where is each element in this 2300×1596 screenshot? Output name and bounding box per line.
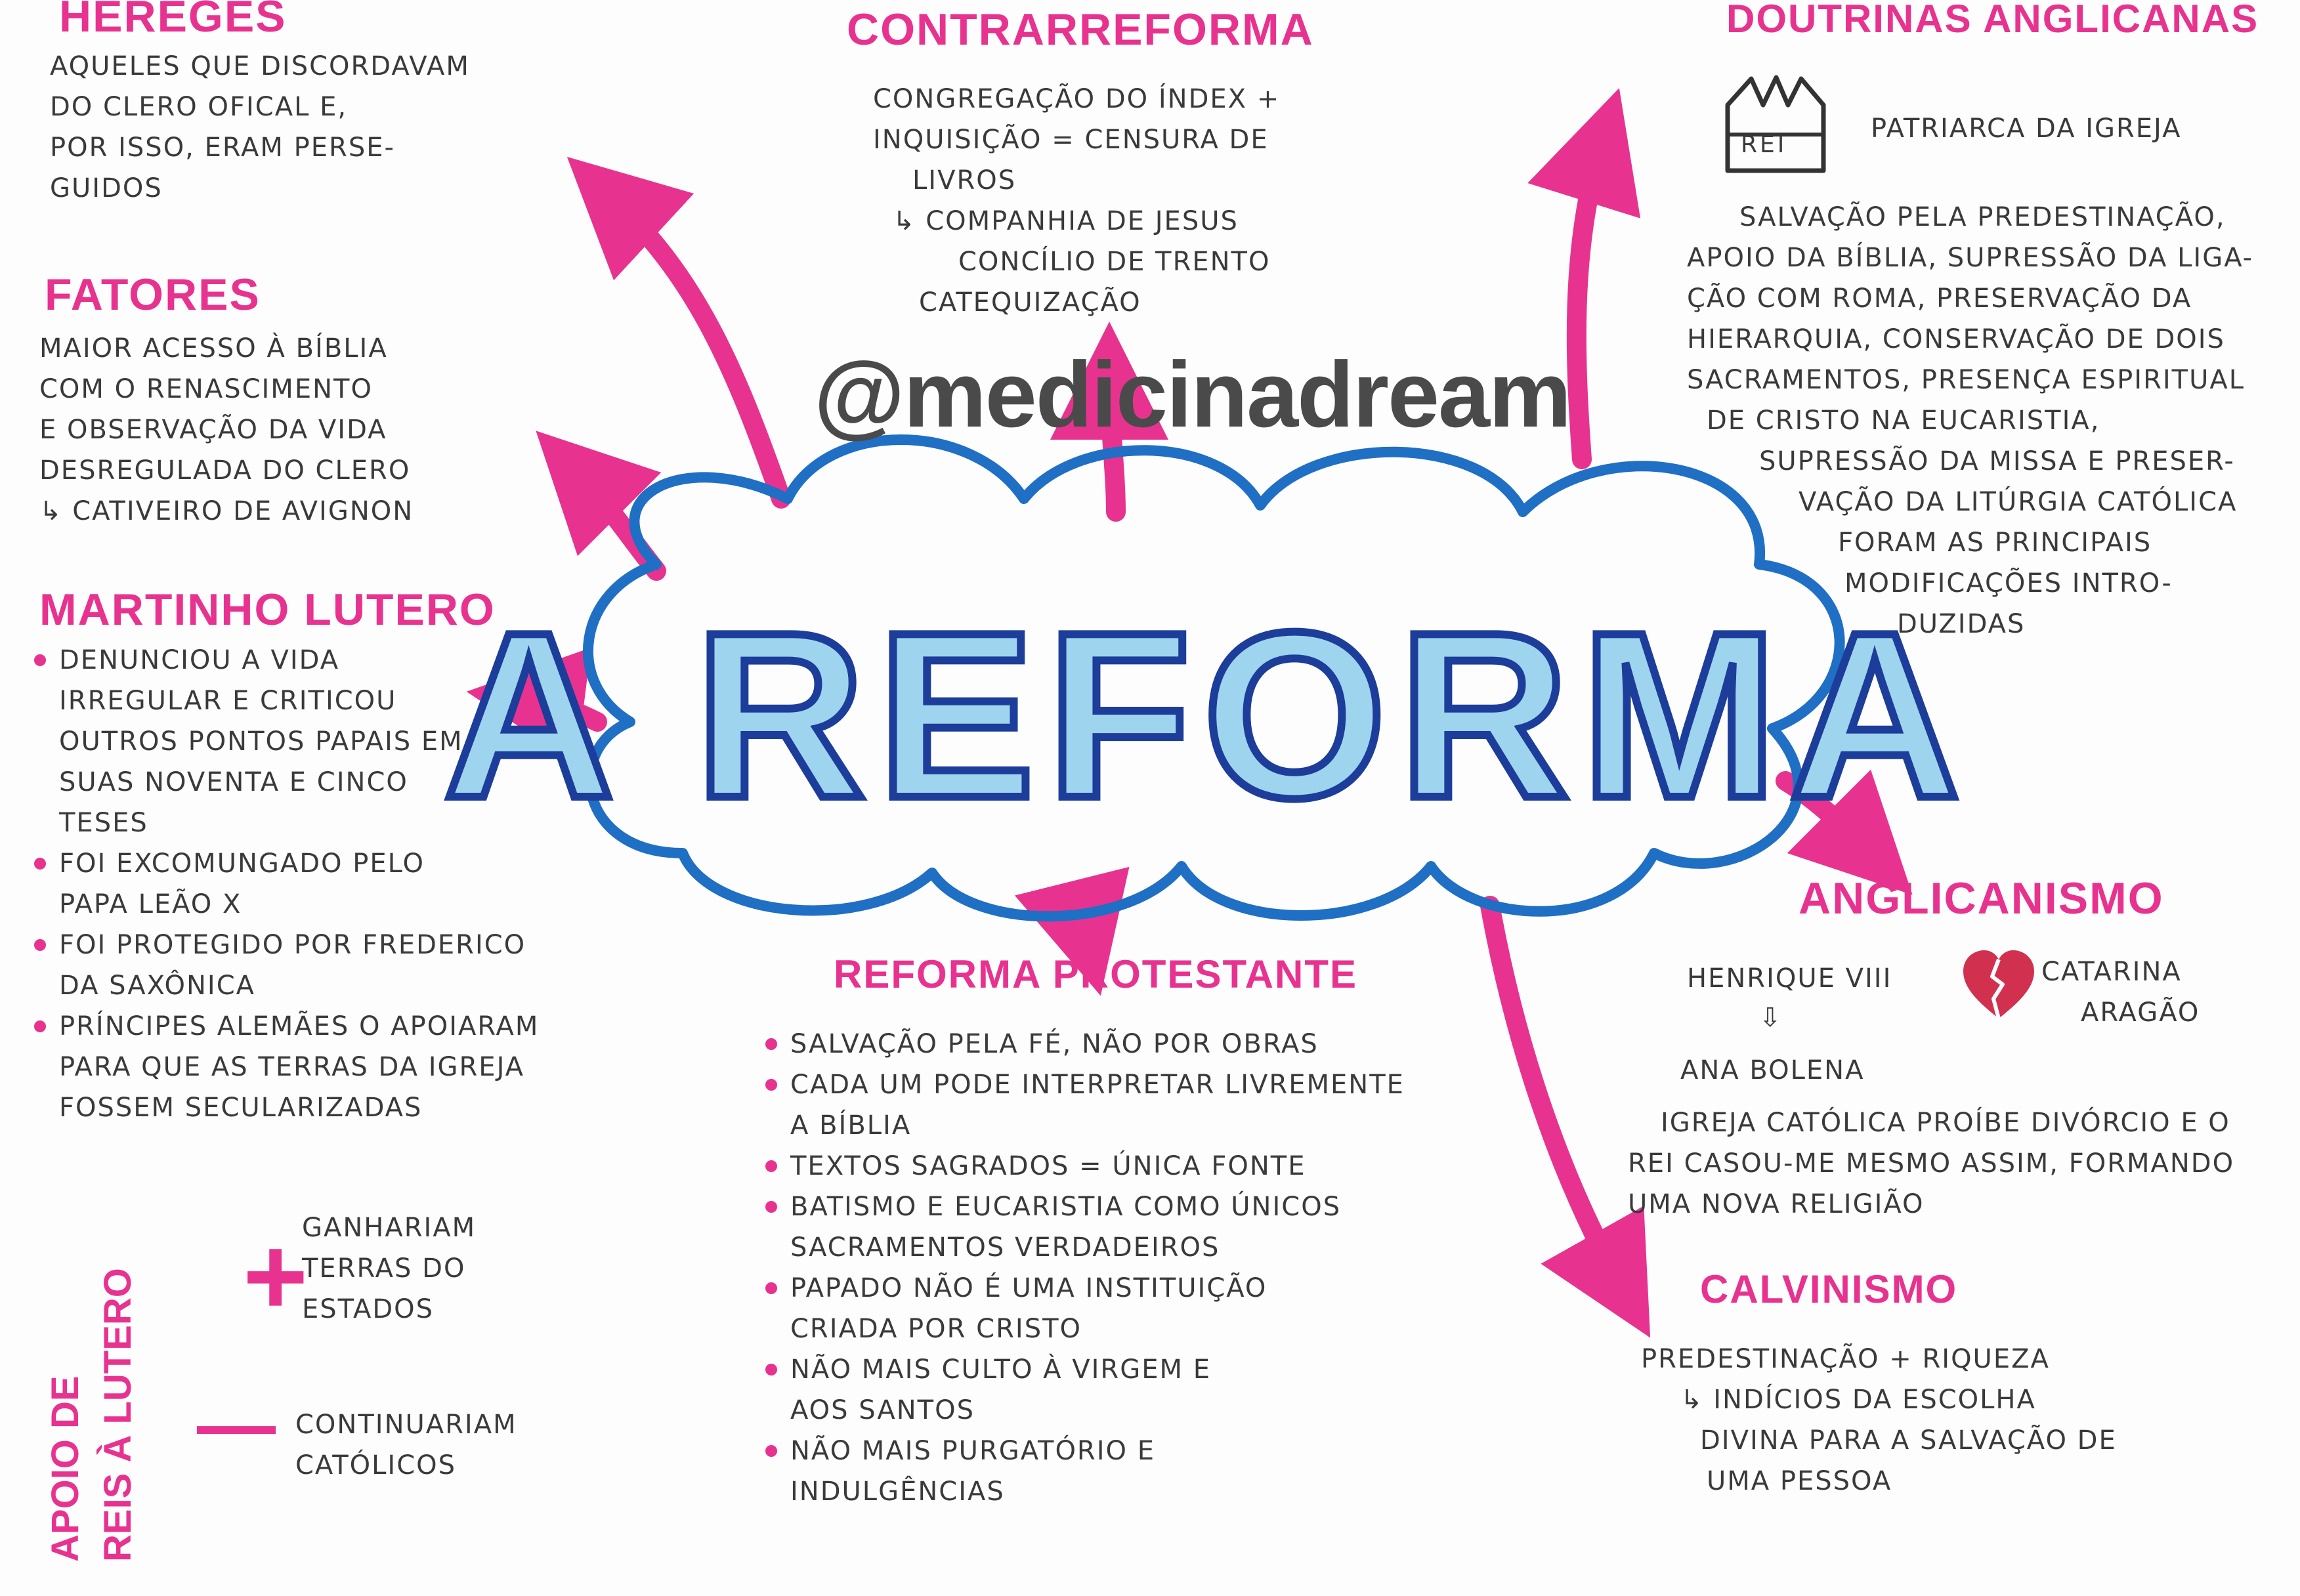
apoio-heading: APOIO DE REIS À LUTERO xyxy=(44,1268,139,1562)
minus-text: CONTINUARIAM CATÓLICOS xyxy=(295,1410,517,1480)
calvinismo-text: PREDESTINAÇÃO + RIQUEZA ↳ INDÍCIOS DA ES… xyxy=(1641,1344,2117,1496)
list-item: FOI EXCOMUNGADO PELO PAPA LEÃO X xyxy=(30,843,539,925)
hereges-text: AQUELES QUE DISCORDAVAM DO CLERO OFICAL … xyxy=(50,51,470,203)
protestante-list: SALVAÇÃO PELA FÉ, NÃO POR OBRAS CADA UM … xyxy=(761,1024,1405,1512)
list-item: TEXTOS SAGRADOS = ÚNICA FONTE xyxy=(761,1146,1405,1186)
title-cloud xyxy=(583,434,1845,922)
arrow-to-lutero xyxy=(466,647,607,765)
list-item: FOI PROTEGIDO POR FREDERICO DA SAXÔNICA xyxy=(30,925,539,1006)
henrique-label: HENRIQUE VIII xyxy=(1687,963,1892,994)
arrow-to-doutrinas xyxy=(1527,88,1641,469)
down-arrow-icon: ⇩ xyxy=(1759,1003,1783,1033)
ana-label: ANA BOLENA xyxy=(1680,1055,1865,1085)
list-item: NÃO MAIS CULTO À VIRGEM E AOS SANTOS xyxy=(761,1349,1405,1431)
watermark: @medicinadream xyxy=(814,343,1571,447)
protestante-heading: REFORMA PROTESTANTE xyxy=(834,952,1357,996)
crown-caption: PATRIARCA DA IGREJA xyxy=(1871,114,2182,144)
list-item: PRÍNCIPES ALEMÃES O APOIARAM PARA QUE AS… xyxy=(30,1006,539,1128)
broken-heart-icon xyxy=(1963,950,2034,1019)
arrow-to-contrarreforma xyxy=(1050,322,1169,522)
minus-sign: — xyxy=(197,1380,276,1468)
list-item: BATISMO E EUCARISTIA COMO ÚNICOS SACRAME… xyxy=(761,1186,1405,1268)
hereges-heading: HEREGES xyxy=(59,0,287,41)
lutero-heading: MARTINHO LUTERO xyxy=(39,585,496,635)
plus-sign: + xyxy=(243,1214,309,1339)
doutrinas-heading: DOUTRINAS ANGLICANAS xyxy=(1726,0,2259,41)
contrarreforma-heading: CONTRARREFORMA xyxy=(847,5,1314,54)
crown-label: REI xyxy=(1741,131,1787,158)
catarina-label: CATARINA ARAGÃO xyxy=(2041,957,2200,1028)
arrow-to-calvinismo xyxy=(1480,896,1651,1338)
lutero-list: DENUNCIOU A VIDA IRREGULAR E CRITICOU OU… xyxy=(30,640,539,1128)
list-item: CADA UM PODE INTERPRETAR LIVREMENTE A BÍ… xyxy=(761,1064,1405,1146)
fatores-heading: FATORES xyxy=(45,270,261,320)
anglicanismo-heading: ANGLICANISMO xyxy=(1799,873,2164,923)
contrarreforma-text: CONGREGAÇÃO DO ÍNDEX + INQUISIÇÃO = CENS… xyxy=(873,84,1281,318)
calvinismo-heading: CALVINISMO xyxy=(1700,1267,1958,1311)
list-item: NÃO MAIS PURGATÓRIO E INDULGÊNCIAS xyxy=(761,1431,1405,1512)
anglicanismo-text: IGREJA CATÓLICA PROÍBE DIVÓRCIO E O REI … xyxy=(1628,1108,2235,1219)
arrow-to-hereges xyxy=(566,156,791,509)
list-item: PAPADO NÃO É UMA INSTITUIÇÃO CRIADA POR … xyxy=(761,1268,1405,1349)
doutrinas-text: SALVAÇÃO PELA PREDESTINAÇÃO, APOIO DA BÍ… xyxy=(1687,202,2254,639)
list-item: SALVAÇÃO PELA FÉ, NÃO POR OBRAS xyxy=(761,1024,1405,1064)
list-item: DENUNCIOU A VIDA IRREGULAR E CRITICOU OU… xyxy=(30,640,539,843)
crown-icon xyxy=(1725,75,1826,173)
plus-text: GANHARIAM TERRAS DO ESTADOS xyxy=(302,1213,477,1324)
map-title: A REFORMA xyxy=(440,579,1972,851)
fatores-text: MAIOR ACESSO À BÍBLIA COM O RENASCIMENTO… xyxy=(39,333,414,526)
